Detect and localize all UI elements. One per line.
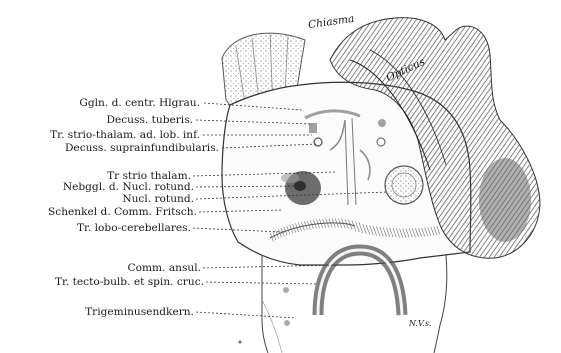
label-tr-lobo-cerebellares: Tr. lobo-cerebellares. [77, 222, 191, 234]
label-ggln-centr-hlgrau: Ggln. d. centr. Hlgrau. [79, 97, 200, 109]
label-nvs: N.V.s. [409, 318, 432, 330]
label-tr-tecto-bulb: Tr. tecto-bulb. et spin. cruc. [55, 276, 204, 288]
label-decuss-suprainfundibularis: Decuss. suprainfundibularis. [65, 142, 219, 154]
label-schenkel-comm-fritsch: Schenkel d. Comm. Fritsch. [48, 206, 197, 218]
label-decuss-tuberis: Decuss. tuberis. [106, 114, 193, 126]
label-tr-strio-thalam-lob-inf: Tr. strio-thalam. ad. lob. inf. [50, 129, 200, 141]
label-trigeminusendkern: Trigeminusendkern. [85, 306, 194, 318]
label-comm-ansul: Comm. ansul. [128, 262, 201, 274]
label-nucl-rotund: Nucl. rotund. [122, 193, 194, 205]
label-nebggl-nucl-rotund: Nebggl. d. Nucl. rotund. [63, 181, 194, 193]
